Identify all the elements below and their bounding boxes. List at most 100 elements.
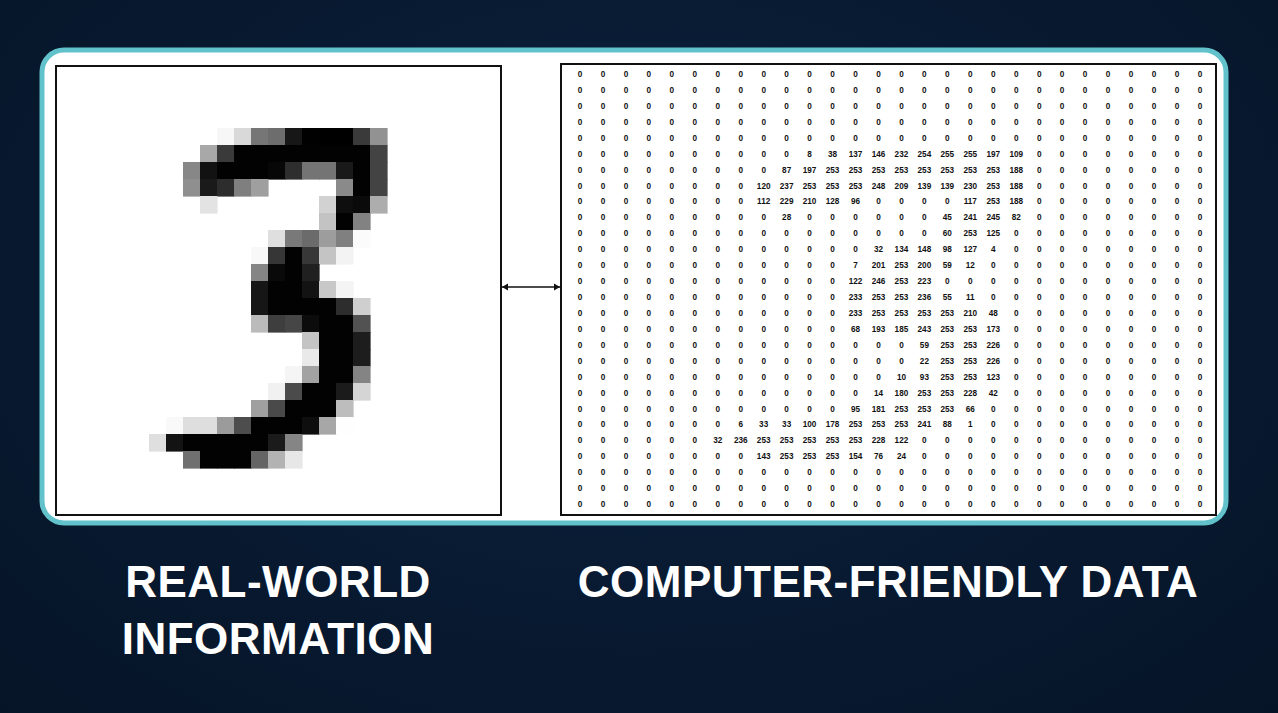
pixel-value: 0 [706,181,729,193]
pixel-value: 0 [821,340,844,352]
pixel-value: 0 [1165,212,1188,224]
pixel-value: 146 [867,149,890,161]
pixel-value: 0 [660,324,683,336]
pixel-value: 8 [798,149,821,161]
pixel-value: 0 [890,340,913,352]
pixel-value: 0 [1051,85,1074,97]
pixel-value: 0 [706,499,729,511]
pixel-value: 0 [1051,165,1074,177]
pixel-value: 0 [1028,101,1051,113]
pixel-value: 0 [683,292,706,304]
pixel-value: 0 [1028,69,1051,81]
pixel-value: 0 [637,451,660,463]
pixel-value: 0 [683,419,706,431]
pixel-value: 125 [982,228,1005,240]
pixel-value: 0 [1097,356,1120,368]
pixel-value: 143 [752,451,775,463]
pixel-value: 0 [1143,260,1166,272]
pixel-value: 0 [683,260,706,272]
pixel-value: 0 [798,372,821,384]
pixel-value: 0 [1143,499,1166,511]
pixel-value: 0 [1165,451,1188,463]
image-pixel [285,230,303,248]
pixel-value: 0 [614,451,637,463]
pixel-value: 0 [1097,435,1120,447]
pixel-value: 0 [591,435,614,447]
pixel-value: 0 [660,356,683,368]
pixel-value: 0 [1165,85,1188,97]
pixel-value: 0 [752,340,775,352]
image-pixel [302,315,320,333]
image-pixel [166,417,184,435]
pixel-value: 0 [1143,404,1166,416]
image-pixel [370,128,388,146]
pixel-value: 0 [637,388,660,400]
pixel-value: 253 [982,196,1005,208]
pixel-value: 0 [706,340,729,352]
pixel-value: 253 [936,404,959,416]
pixel-value: 0 [775,388,798,400]
pixel-value: 0 [683,340,706,352]
pixel-value: 0 [867,499,890,511]
pixel-value: 0 [798,340,821,352]
image-pixel [353,145,371,163]
pixel-value: 0 [660,292,683,304]
image-pixel [336,366,354,384]
pixel-value: 88 [936,419,959,431]
pixel-value: 0 [1074,149,1097,161]
pixel-value: 0 [1074,181,1097,193]
pixel-value: 0 [913,133,936,145]
pixel-value: 0 [1005,483,1028,495]
pixel-value: 0 [637,292,660,304]
pixel-value: 0 [821,260,844,272]
image-pixel [353,213,371,231]
pixel-value: 0 [729,196,752,208]
pixel-value: 0 [1143,165,1166,177]
pixel-value: 127 [959,244,982,256]
pixel-value: 0 [890,483,913,495]
pixel-value: 117 [959,196,982,208]
pixel-value: 0 [775,340,798,352]
pixel-value: 0 [798,69,821,81]
pixel-value: 0 [660,340,683,352]
pixel-value: 0 [706,419,729,431]
image-pixel [251,179,269,197]
image-pixel [302,162,320,180]
pixel-value: 0 [1120,435,1143,447]
pixel-value: 0 [1188,165,1211,177]
pixel-value: 0 [1074,324,1097,336]
pixel-value: 0 [1165,101,1188,113]
pixel-value: 0 [982,133,1005,145]
image-pixel [251,298,269,316]
pixel-value: 0 [637,69,660,81]
image-pixel [370,196,388,214]
pixel-value: 0 [569,388,592,400]
pixel-value: 0 [1051,435,1074,447]
pixel-value: 96 [844,196,867,208]
image-pixel [183,434,201,452]
pixel-value: 0 [1188,372,1211,384]
pixel-value: 0 [1074,165,1097,177]
pixel-value: 0 [591,244,614,256]
pixel-value: 0 [729,388,752,400]
pixel-value: 0 [752,388,775,400]
pixel-value: 0 [729,228,752,240]
pixel-value: 0 [775,228,798,240]
image-pixel [336,128,354,146]
pixel-value: 11 [959,292,982,304]
image-pixel [336,247,354,265]
pixel-value: 0 [752,276,775,288]
pixel-value: 0 [637,308,660,320]
image-pixel [217,434,235,452]
pixel-value: 233 [844,308,867,320]
pixel-value: 0 [591,404,614,416]
pixel-value: 0 [614,181,637,193]
pixel-value: 223 [913,276,936,288]
image-pixel [285,366,303,384]
pixel-value: 0 [660,133,683,145]
pixel-value: 0 [637,260,660,272]
pixel-value: 0 [683,117,706,129]
image-pixel [302,332,320,350]
pixel-value: 0 [959,101,982,113]
